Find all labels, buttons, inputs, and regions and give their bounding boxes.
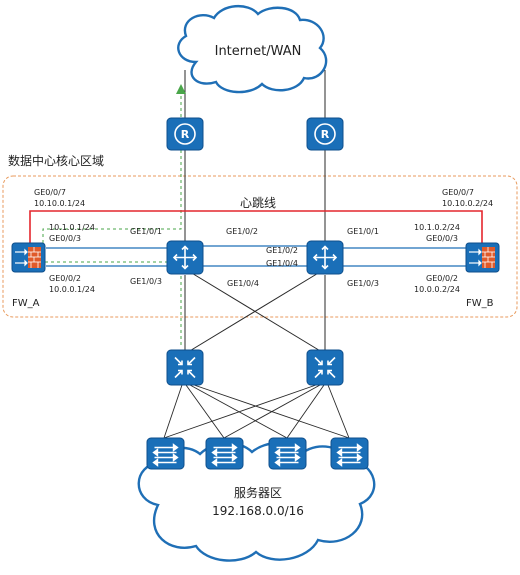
router-icon: R [174, 123, 196, 145]
core-switch-icon [172, 245, 198, 270]
aggregation-switch-right [306, 349, 344, 386]
coreL-port-agg: GE1/0/4 [227, 279, 259, 288]
router-icon: R [314, 123, 336, 145]
coreR-port-peer-b: GE1/0/4 [266, 259, 298, 268]
firewall-icon [469, 247, 495, 268]
fwb-port-hb: GE0/0/7 [442, 188, 474, 197]
coreL-port-peer: GE1/0/2 [226, 227, 258, 236]
access-switch-1 [146, 437, 185, 470]
core-switch-left [166, 240, 204, 275]
fwa-port-down: GE0/0/2 [49, 274, 81, 283]
svg-text:R: R [181, 128, 190, 141]
fwa-name: FW_A [12, 298, 40, 309]
heartbeat-line [29, 210, 483, 244]
fwb-port-up: GE0/0/3 [426, 234, 458, 243]
traffic-arrowhead [176, 84, 186, 94]
aggregation-switch-icon [174, 356, 196, 379]
fwa-ip-down: 10.0.0.1/24 [49, 285, 95, 294]
traffic-path-dashed [42, 92, 182, 345]
fwa-port-hb: GE0/0/7 [34, 188, 66, 197]
access-switch-4 [330, 437, 369, 470]
fwa-ip-up: 10.1.0.1/24 [49, 223, 95, 232]
coreR-port-fw-up: GE1/0/1 [347, 227, 379, 236]
fwa-port-up: GE0/0/3 [49, 234, 81, 243]
coreL-port-fw-up: GE1/0/1 [130, 227, 162, 236]
access-switch-icon [211, 443, 238, 467]
access-switch-icon [274, 443, 301, 467]
core-switch-icon [312, 245, 338, 270]
access-mesh-links [163, 384, 350, 439]
access-switch-3 [268, 437, 307, 470]
fwb-ip-hb: 10.10.0.2/24 [442, 199, 493, 208]
fwb-ip-down: 10.0.0.2/24 [414, 285, 460, 294]
access-switch-2 [205, 437, 244, 470]
heartbeat-label: 心跳线 [240, 196, 276, 210]
coreL-port-fw-down: GE1/0/3 [130, 277, 162, 286]
coreR-port-fw-down: GE1/0/3 [347, 279, 379, 288]
router-right: R [306, 117, 344, 151]
access-switch-icon [336, 443, 363, 467]
core-zone-box [2, 175, 518, 318]
aggregation-switch-icon [314, 356, 336, 379]
server-zone-title: 服务器区 [234, 485, 282, 500]
link-coreL-aggR [189, 271, 323, 353]
aggregation-switch-left [166, 349, 204, 386]
link-coreR-aggL [187, 271, 321, 353]
server-zone-subnet: 192.168.0.0/16 [212, 504, 304, 518]
firewall-icon [15, 247, 41, 268]
coreR-port-peer-a: GE1/0/2 [266, 246, 298, 255]
cloud-icon [177, 5, 328, 94]
router-left: R [166, 117, 204, 151]
core-switch-right [306, 240, 344, 275]
cloud-top-label: Internet/WAN [215, 44, 302, 59]
fwb-ip-up: 10.1.0.2/24 [414, 223, 460, 232]
fwa-ip-hb: 10.10.0.1/24 [34, 199, 85, 208]
firewall-b [465, 242, 500, 273]
fwb-port-down: GE0/0/2 [426, 274, 458, 283]
core-zone-label: 数据中心核心区域 [8, 153, 104, 168]
firewall-a [11, 242, 46, 273]
fwb-name: FW_B [466, 298, 494, 309]
access-switch-icon [152, 443, 179, 467]
svg-text:R: R [321, 128, 330, 141]
